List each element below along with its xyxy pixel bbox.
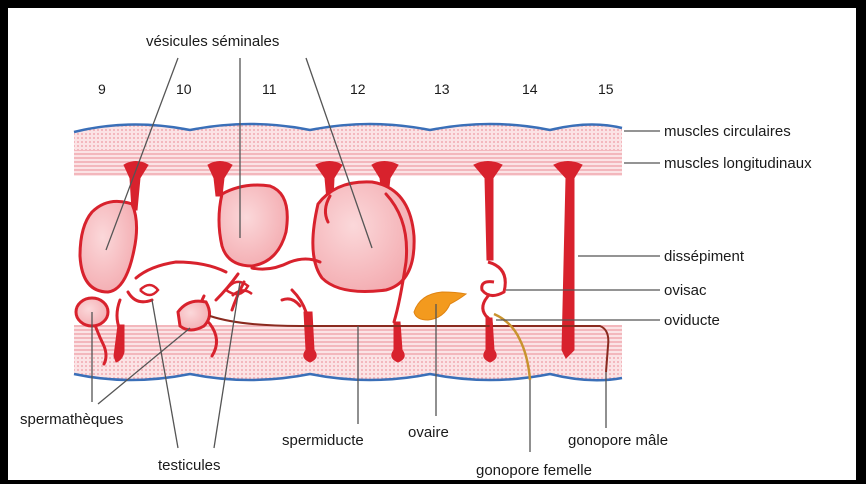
testes [140,282,252,296]
label-dissepiment: dissépiment [664,248,745,265]
label-vesicules-seminales: vésicules séminales [146,33,279,50]
vessel-a [136,262,226,278]
segment-number: 13 [434,81,450,97]
label-muscles-circulaires: muscles circulaires [664,123,791,140]
lower-body-wall [74,325,622,380]
labels: vésicules séminales muscles circulaires … [20,33,812,479]
testis-10 [140,285,158,295]
vessel-f [117,300,120,330]
vesicle-11 [219,185,287,266]
label-testicules: testicules [158,457,221,474]
label-gonopore-femelle: gonopore femelle [476,462,592,479]
label-ovisac: ovisac [664,282,707,299]
segment-numbers: 9 10 11 12 13 14 15 [98,81,614,97]
ovisac [482,262,506,296]
segment-number: 9 [98,81,106,97]
spermatheca-10 [178,301,210,330]
lower-longitudinal-muscle [74,325,622,355]
segment-number: 12 [350,81,366,97]
label-gonopore-male: gonopore mâle [568,432,668,449]
segment-number: 14 [522,81,538,97]
label-spermiducte: spermiducte [282,432,364,449]
segment-number: 11 [262,81,277,97]
ovary [414,292,466,320]
label-spermatheques: spermathèques [20,411,123,428]
label-oviducte: oviducte [664,312,720,329]
septum-13-top [474,162,502,261]
upper-longitudinal-muscle [74,150,622,176]
vessel-b [128,292,152,302]
label-ovaire: ovaire [408,424,449,441]
upper-body-wall [74,124,622,176]
vesicle-9 [80,201,137,292]
segment-number: 15 [598,81,614,97]
label-muscles-longitudinaux: muscles longitudinaux [664,155,812,172]
seminal-vesicles [80,182,414,292]
segment-number: 10 [176,81,192,97]
vessel-i [282,299,300,306]
